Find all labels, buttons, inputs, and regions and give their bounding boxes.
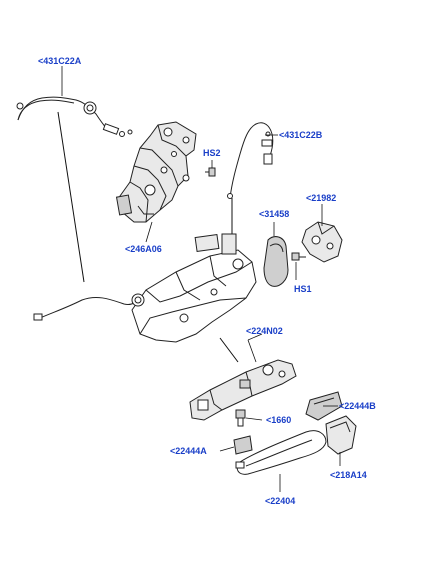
handle-frame xyxy=(189,359,297,421)
cable-assembly-right xyxy=(227,122,274,199)
callout-bracket[interactable]: <21982 xyxy=(306,193,337,203)
handle-cover xyxy=(325,415,357,455)
screw-hs2 xyxy=(205,167,216,177)
leader-lines xyxy=(61,66,341,492)
callout-latch[interactable]: <246A06 xyxy=(125,244,162,254)
handle-gasket xyxy=(233,435,253,455)
callout-screw-hs2[interactable]: HS2 xyxy=(203,148,221,158)
guide-line-cable-to-door xyxy=(57,111,85,283)
callout-cover[interactable]: <218A14 xyxy=(330,470,367,480)
callout-screw-hs1[interactable]: HS1 xyxy=(294,284,312,294)
callout-clip[interactable]: <1660 xyxy=(266,415,292,425)
screw-hs1 xyxy=(291,252,306,261)
handle-seal xyxy=(263,236,289,287)
cable-assembly-upper xyxy=(16,96,133,137)
callout-handle[interactable]: <22404 xyxy=(265,496,296,506)
callout-handle-frame[interactable]: <224N02 xyxy=(246,326,283,336)
exterior-handle xyxy=(235,430,327,475)
door-handle-carrier xyxy=(131,233,257,343)
callout-gasket[interactable]: <22444A xyxy=(170,446,207,456)
guide-line-door-to-frame xyxy=(219,337,239,363)
callout-cable-upper[interactable]: <431C22A xyxy=(38,56,82,66)
mounting-bracket xyxy=(301,221,343,263)
callout-cable-right[interactable]: <431C22B xyxy=(279,130,323,140)
callout-cap[interactable]: <22444B xyxy=(339,401,376,411)
carrier-cable xyxy=(33,293,145,321)
callout-seal[interactable]: <31458 xyxy=(259,209,290,219)
door-latch xyxy=(115,121,197,223)
retaining-clip xyxy=(235,409,246,427)
